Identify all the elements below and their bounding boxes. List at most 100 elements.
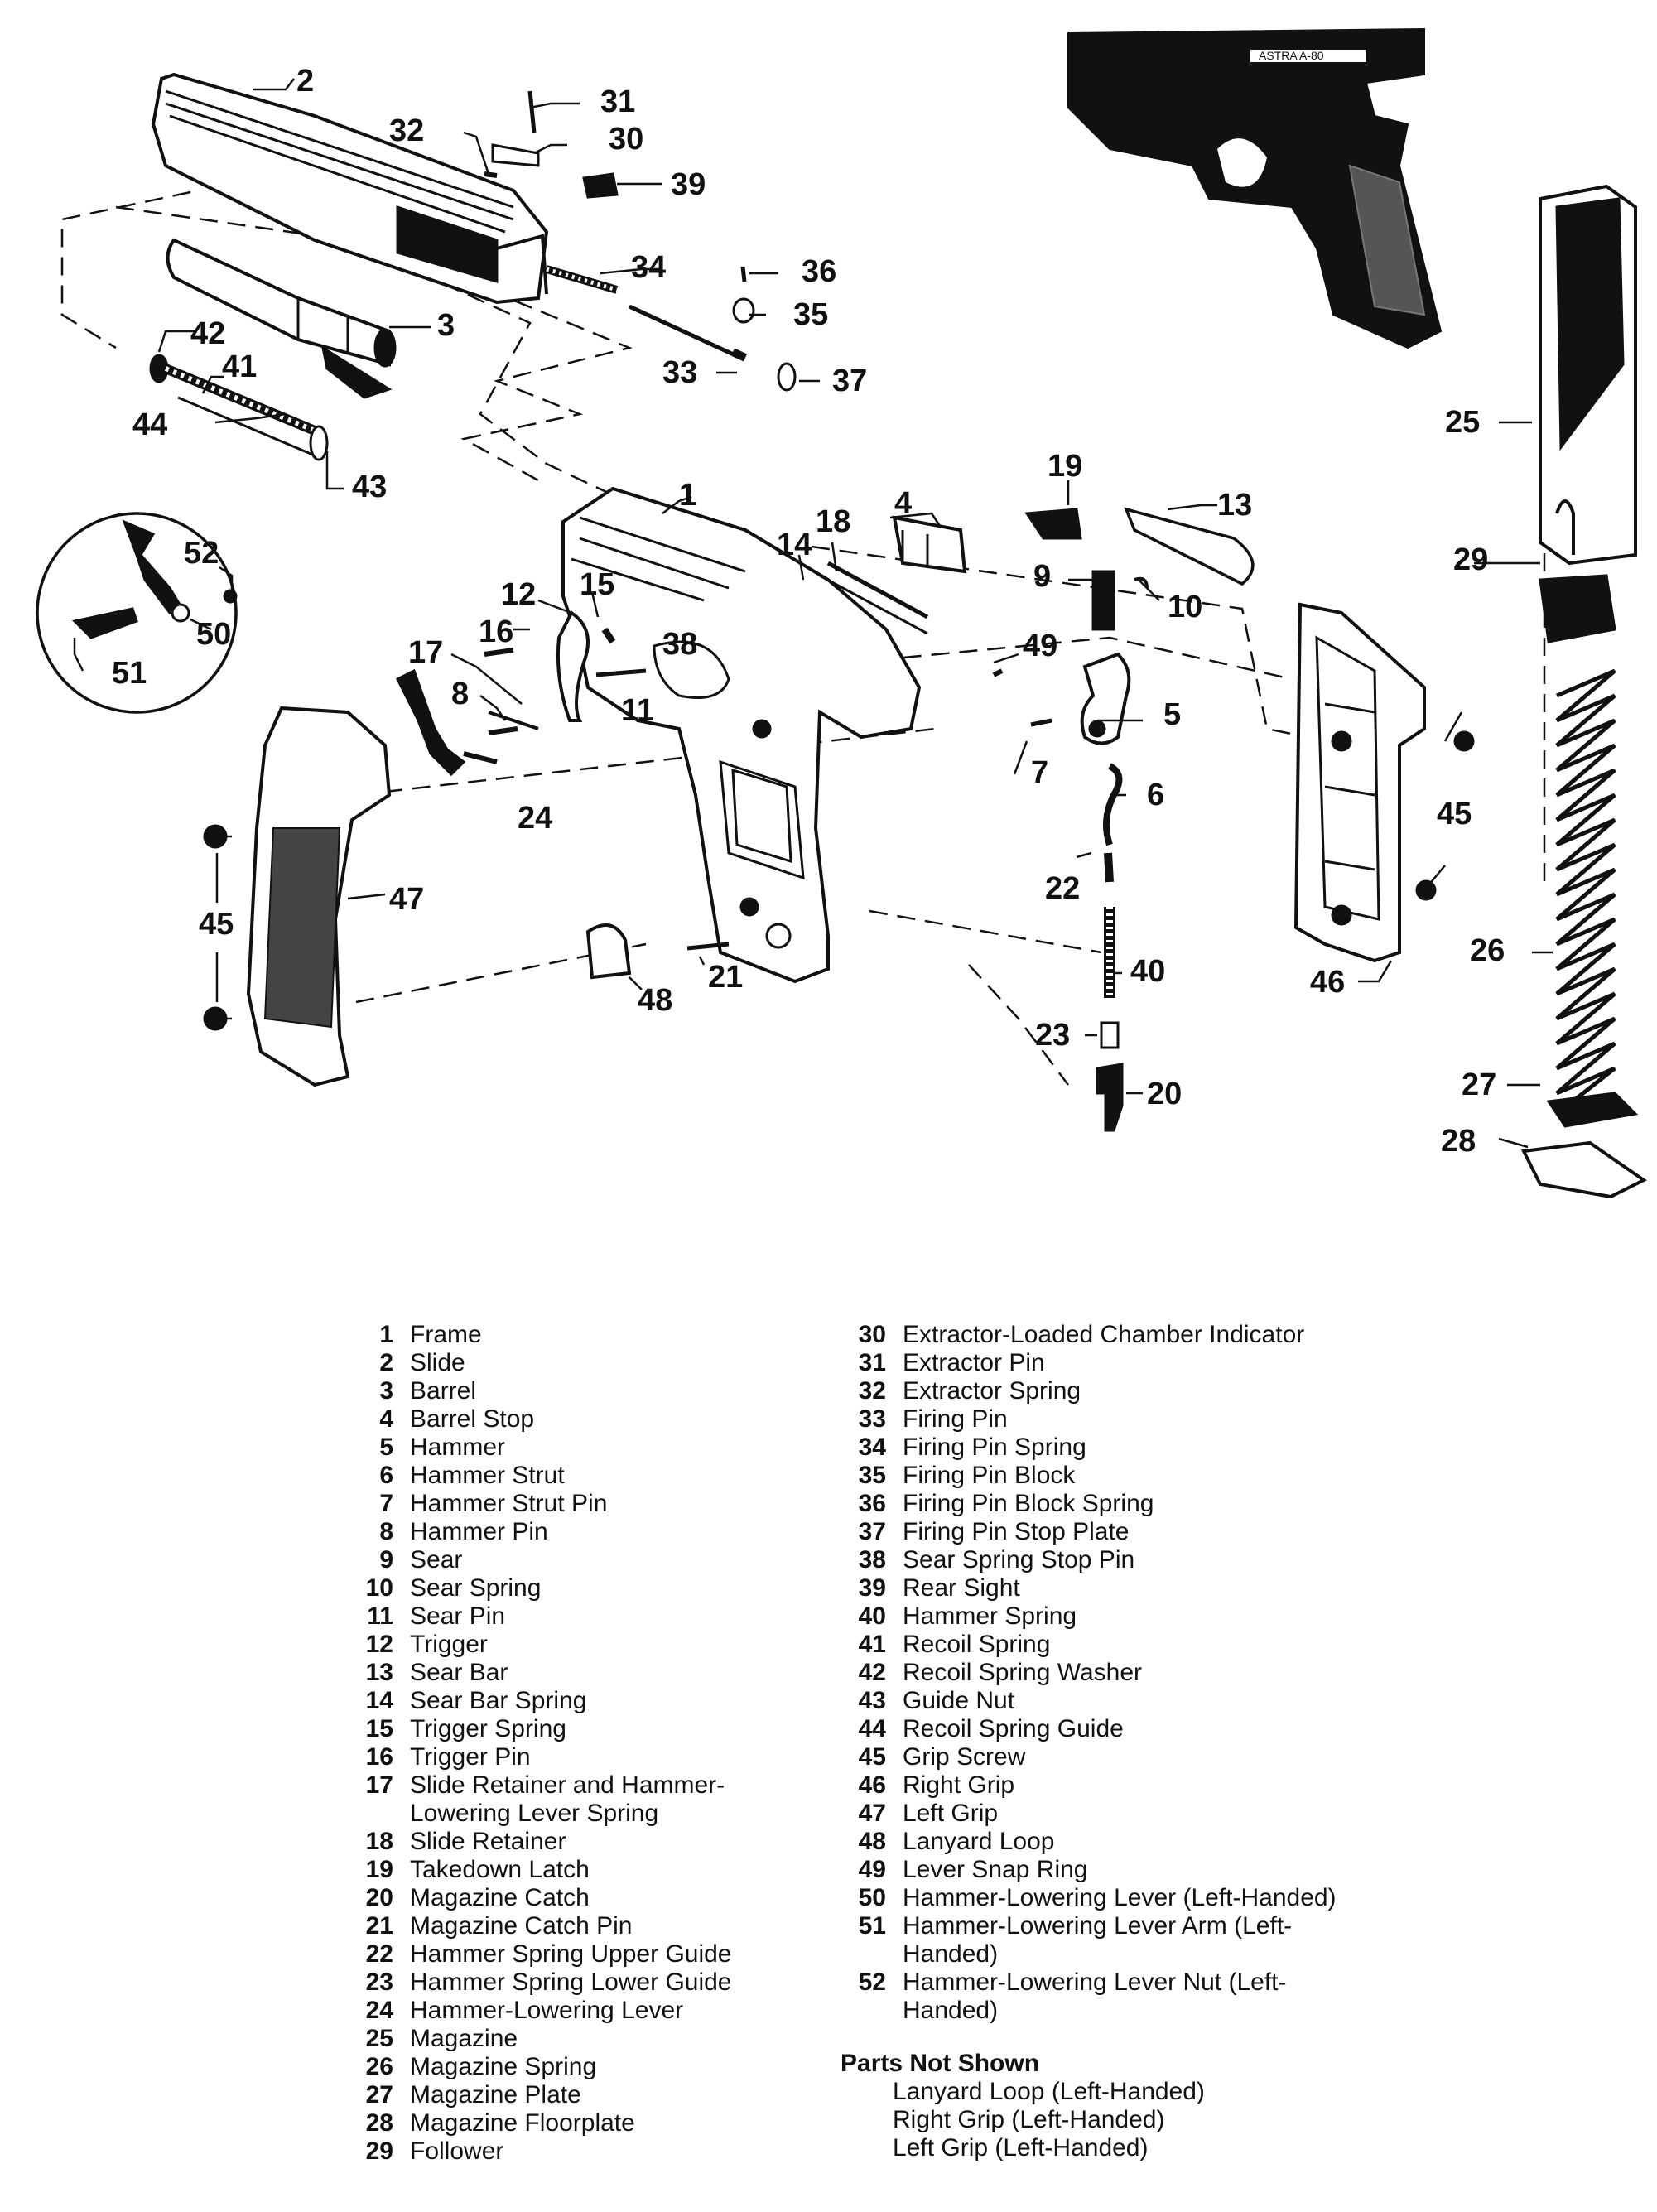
legend-part-number: 29 [365,2137,393,2165]
legend-part-number: 52 [858,1969,886,1996]
legend-part-name: Follower [410,2137,504,2165]
callout-45-right: 45 [1437,797,1472,831]
callout-1: 1 [679,478,696,513]
legend-part-number: 51 [858,1912,886,1940]
legend-part-name: Hammer-Lowering Lever Arm (Left-Handed) [903,1912,1293,1968]
recoil-spring-assembly [149,354,329,461]
left-hand-parts-inset [36,512,238,714]
legend-part-number: 2 [379,1349,393,1376]
parts-not-shown-heading: Parts Not Shown [841,2050,1040,2077]
parts-not-shown-list: Lanyard Loop (Left-Handed)Right Grip (Le… [841,2078,1337,2162]
callout-2: 2 [296,64,314,99]
legend-part-number: 14 [365,1687,393,1714]
legend-part-number: 47 [858,1800,886,1827]
legend-part-name: Lanyard Loop [903,1828,1055,1855]
callout-49: 49 [1023,629,1057,663]
callout-15: 15 [580,567,614,602]
legend-row: 30 Extractor-Loaded Chamber Indicator [841,1321,1337,1349]
legend-part-name: Hammer Spring Upper Guide [410,1940,732,1968]
legend-part-name: Hammer-Lowering Lever [410,1997,684,2024]
legend-part-name: Barrel Stop [410,1405,535,1433]
legend-part-name: Rear Sight [903,1574,1020,1602]
callout-20: 20 [1147,1077,1182,1111]
legend-row: 1 Frame [348,1321,812,1349]
legend-part-name: Extractor-Loaded Chamber Indicator [903,1321,1305,1348]
upper-internal-parts [819,515,967,635]
callout-6: 6 [1147,778,1164,812]
right-grip-part [1293,602,1475,963]
legend-part-name: Magazine Plate [410,2081,581,2108]
callout-41: 41 [222,349,257,384]
legend-part-number: 10 [365,1574,393,1602]
legend-part-number: 8 [379,1518,393,1545]
callout-17: 17 [408,635,443,670]
legend-row: 47 Left Grip [841,1800,1337,1828]
sear-group-parts [992,507,1255,677]
legend-part-name: Magazine [410,2025,518,2052]
legend-part-name: Sear Bar Spring [410,1687,587,1714]
callout-26: 26 [1470,933,1505,968]
legend-part-name: Magazine Catch Pin [410,1912,633,1940]
legend-part-name: Hammer Strut Pin [410,1490,608,1517]
legend-part-number: 30 [858,1321,886,1348]
legend-part-number: 46 [858,1771,886,1799]
legend-part-name: Trigger Spring [410,1715,566,1742]
callout-36: 36 [802,254,836,289]
legend-part-number: 1 [379,1321,393,1348]
legend-part-number: 32 [858,1377,886,1405]
callout-9: 9 [1033,559,1051,594]
legend-part-name: Left Grip [903,1800,999,1827]
legend-part-name: Guide Nut [903,1687,1015,1714]
not-shown-item: Right Grip (Left-Handed) [893,2106,1165,2133]
magazine-parts [1520,184,1647,1199]
callout-12: 12 [501,577,536,612]
legend-part-number: 4 [379,1405,393,1433]
callout-31: 31 [600,84,635,119]
legend-part-name: Firing Pin Stop Plate [903,1518,1130,1545]
legend-part-name: Sear Pin [410,1602,506,1630]
callout-37: 37 [832,364,867,398]
callout-5: 5 [1163,697,1181,732]
callout-24: 24 [518,801,552,836]
assembled-pistol-photo [1067,27,1443,349]
left-grip-part [203,706,392,1087]
legend-part-name: Frame [410,1321,482,1348]
not-shown-item: Left Grip (Left-Handed) [893,2134,1149,2161]
legend-part-number: 42 [858,1659,886,1686]
callout-27: 27 [1462,1067,1496,1102]
lanyard-loop-part [585,923,730,980]
legend-part-name: Hammer-Lowering Lever (Left-Handed) [903,1884,1337,1911]
legend-part-number: 34 [858,1434,886,1461]
callout-48: 48 [638,983,672,1018]
callout-45-left: 45 [199,907,234,942]
extractor-parts [484,90,619,199]
not-shown-item: Lanyard Loop (Left-Handed) [893,2078,1205,2105]
legend-part-number: 38 [858,1546,886,1573]
legend-part-number: 45 [858,1743,886,1771]
legend-part-name: Sear Spring [410,1574,542,1602]
legend-part-number: 35 [858,1462,886,1489]
legend-row: 14 Sear Bar Spring [348,1687,812,1715]
legend-part-number: 5 [379,1434,393,1461]
callout-35: 35 [793,297,828,332]
